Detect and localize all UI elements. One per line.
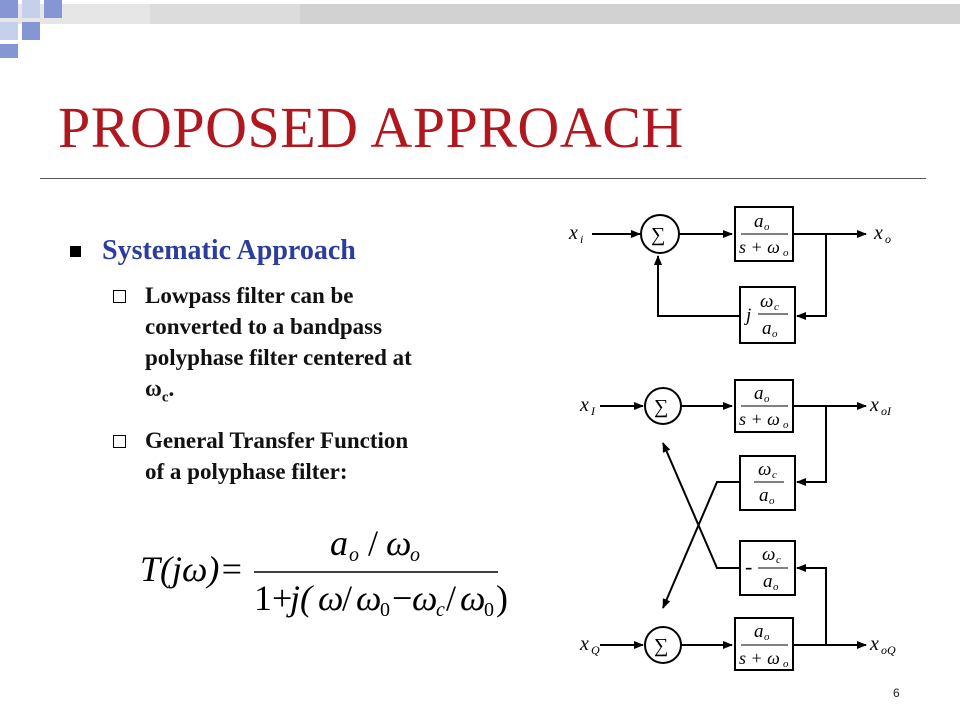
eq-num-a-sub: o	[349, 544, 359, 566]
transfer-function-equation: T(jω)= a o / ω o 1+ j( ω / ω 0 − ω c / ω…	[140, 523, 508, 620]
fwd-den-sub: o	[783, 247, 789, 259]
sigma-icon: ∑	[651, 224, 665, 246]
text-line: converted to a bandpass	[145, 314, 383, 339]
fwd-den-i: s + ω	[739, 409, 780, 429]
fb-den-sub: o	[772, 328, 778, 340]
fb-num: ω	[760, 291, 773, 312]
label-xI: x	[579, 394, 589, 416]
label-xoQ-sub: oQ	[881, 643, 896, 657]
fwd-den-q-sub: o	[783, 658, 789, 670]
eq-den-slash2: /	[446, 578, 456, 618]
eq-den-w2: ω	[356, 578, 381, 618]
label-xI-sub: I	[590, 404, 596, 418]
eq-num-slash: /	[368, 523, 378, 563]
label-xoI: x	[869, 394, 879, 416]
eq-den-w2-sub: 0	[380, 599, 390, 620]
eq-den-minus: −	[392, 578, 412, 618]
eq-den-w4: ω	[460, 578, 485, 618]
c2-den-sub: o	[773, 581, 779, 593]
c1-den: a	[759, 485, 769, 506]
c2-den: a	[763, 571, 773, 592]
eq-num-a: a	[330, 523, 348, 563]
sub-bullet-transfer-function: General Transfer Function of a polyphase…	[113, 425, 533, 487]
c1-num-sub: c	[772, 469, 777, 481]
bullet-text: Systematic Approach	[102, 235, 356, 266]
sub-bullet-lowpass: Lowpass filter can be converted to a ban…	[113, 280, 533, 414]
omega-symbol: ω	[145, 376, 162, 401]
c2-minus: -	[745, 554, 752, 579]
eq-num-w-sub: o	[410, 544, 420, 566]
label-xo-sub: o	[885, 232, 891, 246]
fwd-den-i-sub: o	[783, 419, 789, 431]
sigma-icon: ∑	[654, 396, 668, 418]
eq-lhs: T(jω)=	[140, 549, 244, 589]
square-bullet-icon	[70, 245, 81, 257]
eq-den-j: j(	[286, 578, 314, 618]
bullet-systematic-approach: Systematic Approach	[70, 235, 356, 267]
eq-den-w3: ω	[412, 578, 437, 618]
eq-den-close: )	[496, 578, 508, 618]
fwd-num-q-sub: o	[764, 631, 770, 643]
fwd-num-i-sub: o	[764, 393, 770, 405]
label-xQ-sub: Q	[591, 643, 600, 657]
fwd-num-q: a	[754, 621, 764, 642]
eq-den-w1: ω	[318, 578, 343, 618]
c2-num-sub: c	[776, 554, 781, 566]
label-xi-sub: i	[580, 232, 583, 246]
eq-den-one: 1+	[254, 578, 292, 618]
period: .	[168, 376, 175, 401]
label-xo: x	[873, 222, 883, 244]
text-line: Lowpass filter can be	[145, 283, 354, 308]
sub-bullet-text: Lowpass filter can be converted to a ban…	[145, 280, 412, 414]
c1-num: ω	[758, 459, 771, 480]
fwd-den-q: s + ω	[739, 648, 780, 668]
fwd-num-i: a	[754, 383, 764, 404]
omega-subscript: c	[161, 389, 169, 406]
sub-bullet-text: General Transfer Function of a polyphase…	[145, 425, 408, 487]
label-xoI-sub: oI	[881, 404, 892, 418]
text-line: of a polyphase filter:	[145, 459, 348, 484]
fb-den: a	[762, 318, 772, 339]
fb-j: j	[743, 305, 751, 326]
label-xi: x	[568, 222, 578, 244]
fwd-num-sub: o	[764, 221, 770, 233]
fb-num-sub: c	[774, 301, 779, 313]
text-line: polyphase filter centered at	[145, 345, 412, 370]
slide-title: PROPOSED APPROACH	[58, 95, 684, 160]
label-xQ: x	[579, 633, 589, 655]
label-xoQ: x	[869, 633, 879, 655]
hollow-square-bullet-icon	[113, 435, 126, 448]
text-line: ωc.	[145, 373, 412, 414]
c1-den-sub: o	[769, 495, 775, 507]
fwd-den: s + ω	[739, 237, 780, 257]
text-line: General Transfer Function	[145, 428, 409, 453]
eq-num-w: ω	[386, 523, 411, 563]
eq-den-w4-sub: 0	[484, 599, 494, 620]
eq-den-slash1: /	[342, 578, 352, 618]
fwd-num: a	[754, 211, 764, 232]
hollow-square-bullet-icon	[113, 290, 126, 303]
header-decoration	[0, 0, 960, 58]
sigma-icon: ∑	[654, 635, 668, 657]
eq-den-w3-sub: c	[436, 599, 445, 620]
block-diagram: x i x o ∑ a o s + ω o j ω c a o x I x oI…	[568, 206, 896, 671]
page-number: 6	[893, 686, 900, 700]
title-divider	[40, 178, 926, 179]
c2-num: ω	[762, 544, 775, 565]
